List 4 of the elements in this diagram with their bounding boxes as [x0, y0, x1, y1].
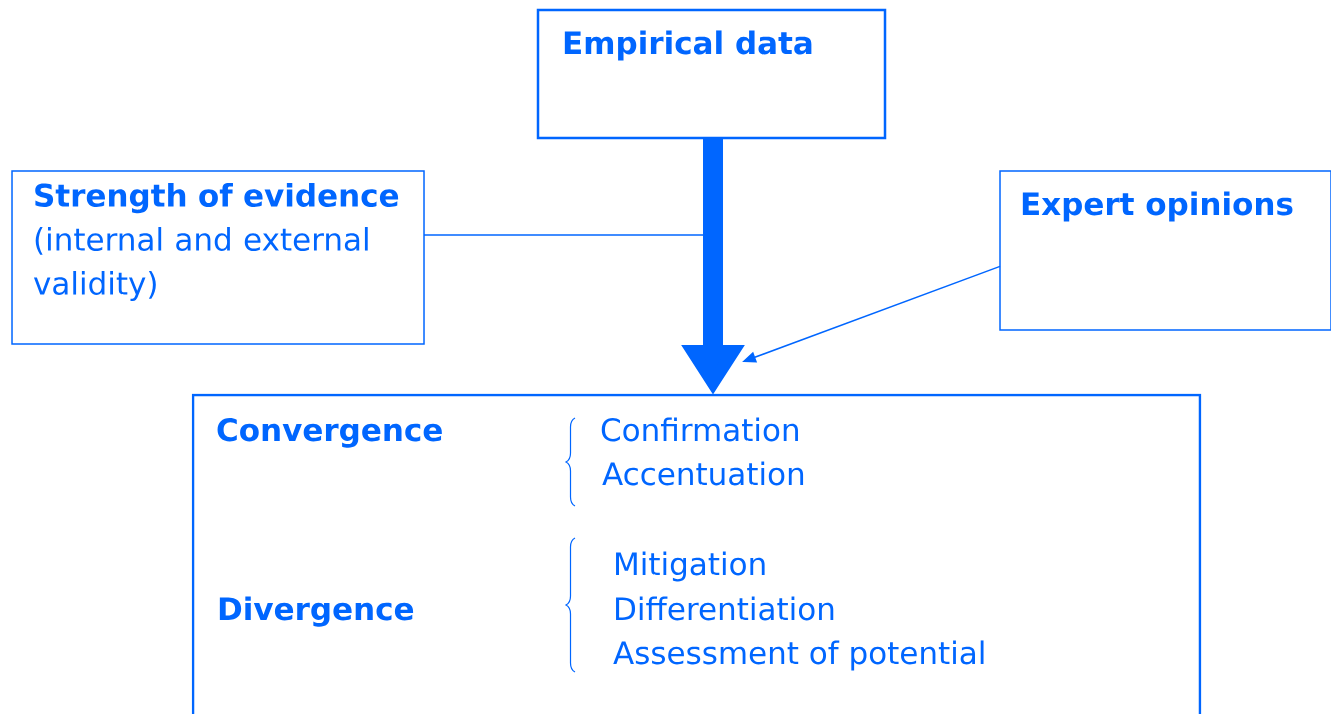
process-box: Expert opinions — [999, 170, 1331, 331]
process-box: Convergence Confirmation Accentuation Divergence Mitigation Differentiation Assessment of potential — [191, 393, 1202, 714]
process-box: Empirical data — [536, 8, 887, 140]
process-box: Strength of evidence (internal and external validity) — [11, 170, 425, 345]
